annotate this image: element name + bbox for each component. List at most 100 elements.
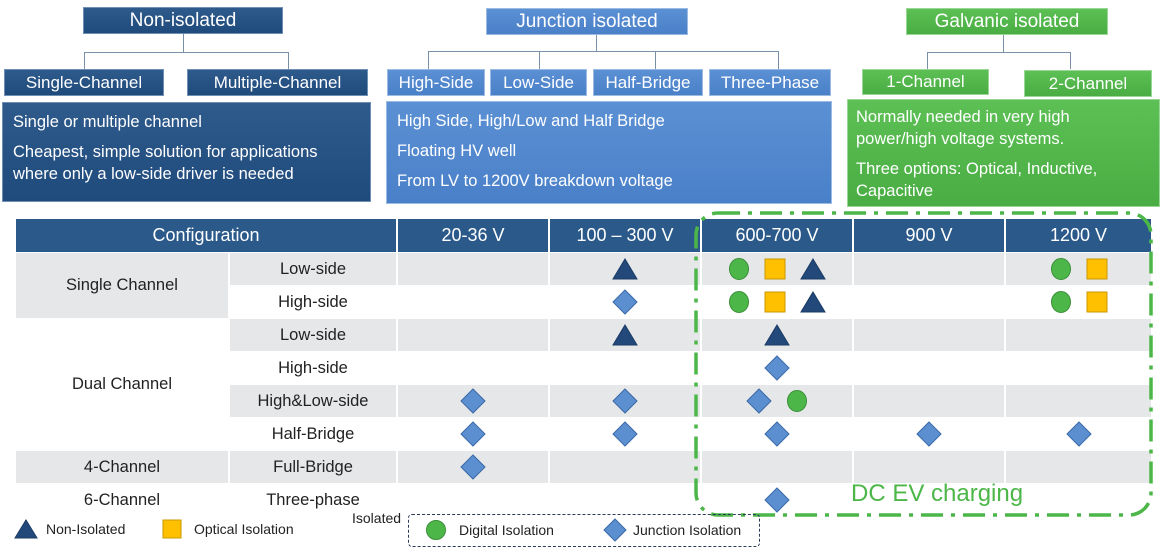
subtype-high-side: High-Side bbox=[387, 69, 485, 96]
table-header-row: Configuration 20-36 V 100 – 300 V 600-70… bbox=[16, 219, 1151, 253]
description-line: Three options: Optical, Inductive, Capac… bbox=[856, 160, 1098, 200]
non-isolated-description: Single or multiple channel Cheapest, sim… bbox=[2, 102, 371, 202]
junction-isolation-diamond-icon bbox=[612, 421, 638, 447]
config-group-cell: 4-Channel bbox=[16, 450, 230, 484]
voltage-cell bbox=[1005, 417, 1151, 451]
non-isolated-triangle-icon bbox=[800, 291, 826, 313]
diamond-icon bbox=[603, 518, 627, 542]
config-type-cell: Full-Bridge bbox=[229, 450, 398, 484]
config-type-cell: High-side bbox=[229, 285, 398, 319]
description-line: From LV to 1200V breakdown voltage bbox=[397, 172, 673, 190]
connector-line bbox=[84, 52, 289, 53]
description-line: Single or multiple channel bbox=[13, 113, 202, 131]
voltage-cell bbox=[549, 384, 702, 418]
junction-isolation-diamond-icon bbox=[612, 388, 638, 414]
subtype-label: Half-Bridge bbox=[605, 72, 691, 92]
subtype-low-side: Low-Side bbox=[490, 69, 587, 96]
digital-isolation-circle-icon bbox=[729, 291, 749, 313]
dc-ev-charging-border bbox=[694, 211, 1153, 517]
voltage-cell bbox=[549, 318, 702, 352]
connector-line bbox=[927, 52, 928, 69]
legend-label: Optical Isolation bbox=[194, 521, 294, 537]
voltage-cell bbox=[397, 318, 550, 352]
configuration-table: Configuration 20-36 V 100 – 300 V 600-70… bbox=[16, 219, 1151, 516]
description-line: Normally needed in very high power/high … bbox=[856, 108, 1070, 148]
junction-isolated-title-label: Junction isolated bbox=[516, 10, 658, 32]
voltage-cell bbox=[397, 252, 550, 286]
voltage-cell bbox=[397, 417, 550, 451]
junction-isolation-diamond-icon bbox=[764, 487, 790, 513]
subtype-label: Multiple-Channel bbox=[213, 72, 342, 92]
voltage-cell bbox=[853, 483, 1006, 516]
connector-line bbox=[927, 52, 1071, 53]
voltage-cell bbox=[397, 483, 550, 516]
voltage-cell bbox=[853, 252, 1006, 286]
non-isolated-title-label: Non-isolated bbox=[129, 9, 237, 31]
voltage-cell bbox=[1005, 252, 1151, 286]
config-type-cell: Low-side bbox=[229, 318, 398, 352]
voltage-cell bbox=[1005, 351, 1151, 385]
non-isolated-triangle-icon bbox=[800, 258, 826, 280]
voltage-cell bbox=[1005, 285, 1151, 319]
circle-icon bbox=[426, 520, 446, 540]
junction-isolation-diamond-icon bbox=[746, 388, 772, 414]
voltage-cell bbox=[853, 351, 1006, 385]
description-line: Floating HV well bbox=[397, 142, 517, 160]
voltage-cell bbox=[397, 450, 550, 484]
connector-line bbox=[596, 35, 597, 51]
subtype-half-bridge: Half-Bridge bbox=[593, 69, 703, 96]
voltage-cell bbox=[397, 351, 550, 385]
subtype-label: 2-Channel bbox=[1048, 73, 1128, 93]
legend-label: Non-Isolated bbox=[46, 521, 126, 537]
header-voltage: 100 – 300 V bbox=[549, 219, 702, 253]
non-isolated-title: Non-isolated bbox=[83, 7, 283, 34]
subtype-multiple-channel: Multiple-Channel bbox=[187, 69, 368, 96]
header-configuration: Configuration bbox=[16, 219, 398, 253]
voltage-cell bbox=[701, 417, 854, 451]
junction-isolation-diamond-icon bbox=[916, 421, 942, 447]
subtype-label: Low-Side bbox=[503, 72, 574, 92]
voltage-cell bbox=[701, 483, 854, 516]
voltage-cell bbox=[701, 285, 854, 319]
voltage-cell bbox=[853, 318, 1006, 352]
config-type-cell: High&Low-side bbox=[229, 384, 398, 418]
voltage-cell bbox=[701, 318, 854, 352]
connector-line bbox=[1003, 35, 1004, 52]
config-type-cell: High-side bbox=[229, 351, 398, 385]
config-type-cell: Three-phase bbox=[229, 483, 398, 516]
subtype-1-channel: 1-Channel bbox=[862, 69, 989, 95]
connector-line bbox=[655, 51, 656, 69]
connector-line bbox=[428, 51, 779, 52]
connector-line bbox=[428, 51, 429, 69]
voltage-cell bbox=[1005, 483, 1151, 516]
connector-line bbox=[778, 51, 779, 69]
voltage-cell bbox=[701, 351, 854, 385]
voltage-cell bbox=[549, 417, 702, 451]
description-line: High Side, High/Low and Half Bridge bbox=[397, 112, 665, 130]
voltage-cell bbox=[853, 384, 1006, 418]
config-type-cell: Half-Bridge bbox=[229, 417, 398, 451]
config-group-cell: Single Channel bbox=[16, 252, 230, 319]
dc-ev-charging-label: DC EV charging bbox=[851, 480, 1024, 507]
legend-label: Junction Isolation bbox=[633, 522, 742, 538]
voltage-cell bbox=[549, 351, 702, 385]
optical-isolation-square-icon bbox=[1086, 258, 1107, 280]
non-isolated-triangle-icon bbox=[612, 324, 638, 346]
voltage-cell bbox=[549, 252, 702, 286]
square-icon bbox=[162, 519, 182, 539]
connector-line bbox=[183, 34, 184, 52]
junction-isolated-description: High Side, High/Low and Half Bridge Floa… bbox=[386, 101, 832, 204]
non-isolated-triangle-icon bbox=[764, 324, 790, 346]
digital-isolation-circle-icon bbox=[787, 390, 807, 412]
optical-isolation-square-icon bbox=[764, 291, 786, 313]
table-row: High-side bbox=[16, 351, 1151, 385]
subtype-single-channel: Single-Channel bbox=[4, 69, 164, 96]
voltage-cell bbox=[701, 384, 854, 418]
digital-isolation-circle-icon bbox=[1050, 291, 1071, 313]
voltage-cell bbox=[853, 285, 1006, 319]
junction-isolation-diamond-icon bbox=[460, 454, 486, 480]
